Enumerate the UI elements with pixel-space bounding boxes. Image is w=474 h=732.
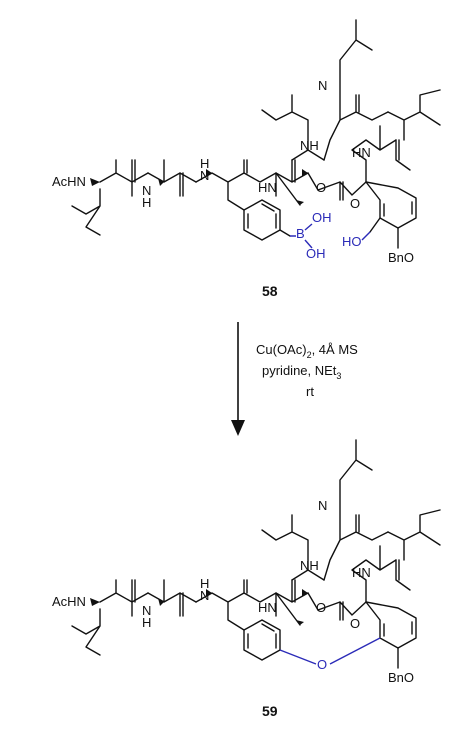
condition-line-1: Cu(OAc)2, 4Å MS xyxy=(256,342,358,360)
labels-58: AcHN N H N H HN NH O HN N O B OH OH HO B… xyxy=(52,78,414,299)
nh-label: NH xyxy=(300,558,319,573)
o-label: O xyxy=(350,616,360,631)
h-label: H xyxy=(200,156,209,171)
bno-label: BnO xyxy=(388,670,414,685)
h-label: H xyxy=(200,576,209,591)
boron-label: B xyxy=(296,226,305,241)
oh-label: OH xyxy=(312,210,332,225)
achn-label: AcHN xyxy=(52,594,86,609)
n-label: N xyxy=(318,498,327,513)
compound-number-59: 59 xyxy=(262,703,278,719)
reaction-conditions: Cu(OAc)2, 4Å MS pyridine, NEt3 rt xyxy=(256,342,358,399)
ether-o-label: O xyxy=(317,657,327,672)
reaction-arrow xyxy=(231,322,245,436)
molecule-59 xyxy=(71,439,441,669)
compound-number-58: 58 xyxy=(262,283,278,299)
n-label: N xyxy=(142,183,151,198)
bno-label: BnO xyxy=(388,250,414,265)
h-label: H xyxy=(142,195,151,210)
hn-label: HN xyxy=(352,565,371,580)
condition-line-2: pyridine, NEt3 xyxy=(262,363,341,381)
n-label: N xyxy=(200,588,209,603)
n-label: N xyxy=(142,603,151,618)
ester-o-label: O xyxy=(316,600,326,615)
oh-label: OH xyxy=(306,246,326,261)
labels-59: AcHN N H N H HN NH O HN N O O BnO 59 xyxy=(52,498,414,719)
ho-label: HO xyxy=(342,234,362,249)
achn-label: AcHN xyxy=(52,174,86,189)
molecule-58 xyxy=(71,19,441,249)
hn-label: HN xyxy=(258,600,277,615)
nh-label: NH xyxy=(300,138,319,153)
condition-line-3: rt xyxy=(306,384,314,399)
n-label: N xyxy=(318,78,327,93)
o-label: O xyxy=(350,196,360,211)
ester-o-label: O xyxy=(316,180,326,195)
hn-label: HN xyxy=(352,145,371,160)
h-label: H xyxy=(142,615,151,630)
hn-label: HN xyxy=(258,180,277,195)
n-label: N xyxy=(200,168,209,183)
